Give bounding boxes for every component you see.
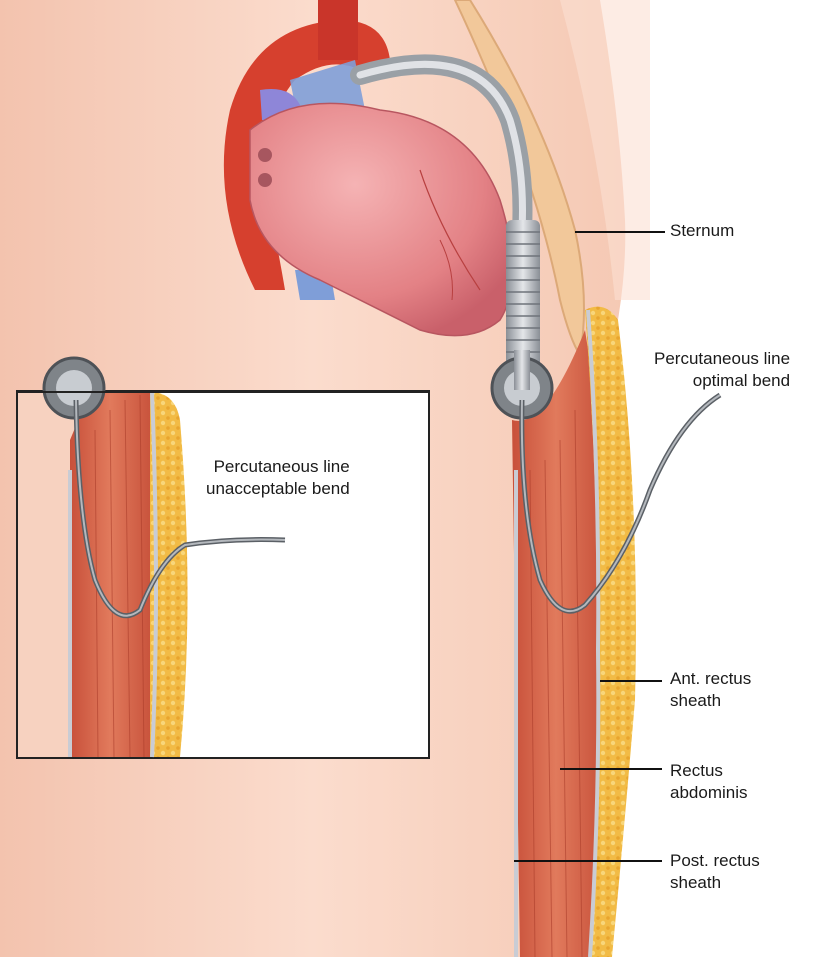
ant-sheath-label: Ant. rectus sheath [670, 668, 751, 712]
rectus-leader [560, 768, 662, 770]
post-sheath-leader [514, 860, 662, 862]
ant-sheath-leader [600, 680, 662, 682]
post-sheath-label: Post. rectus sheath [670, 850, 760, 894]
inset-panel [17, 358, 430, 758]
sternum-leader [575, 231, 665, 233]
rectus-label: Rectus abdominis [670, 760, 748, 804]
unacceptable-bend-label: Percutaneous line unacceptable bend [206, 456, 350, 500]
sternum-label: Sternum [670, 220, 734, 242]
optimal-bend-label: Percutaneous line optimal bend [654, 348, 790, 392]
